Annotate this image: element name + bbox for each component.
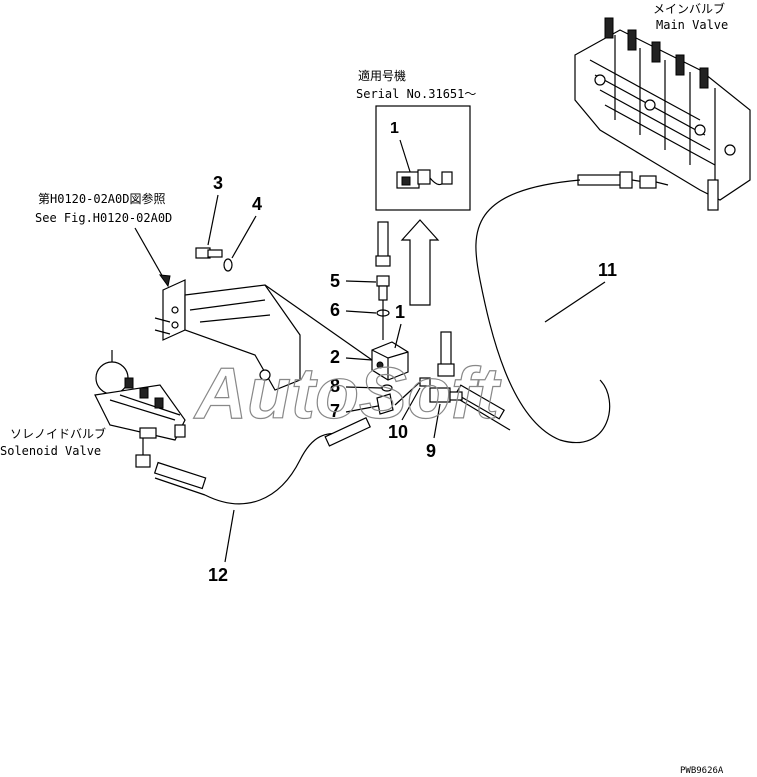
bolt-3 — [195, 247, 223, 259]
leader-11 — [544, 281, 606, 323]
solenoid-fitting — [135, 454, 151, 468]
callout-6: 6 — [330, 300, 340, 320]
leader-7 — [345, 405, 379, 413]
callout-11: 11 — [598, 260, 617, 280]
leader-3 — [207, 194, 219, 246]
pipe-upper — [375, 221, 391, 267]
main-valve-label-en: Main Valve — [656, 18, 728, 32]
connector-10-line — [394, 381, 421, 406]
watermark: AutoSoft — [193, 354, 502, 434]
leader-12 — [224, 509, 235, 563]
bracket-leader-line — [264, 284, 373, 361]
solenoid-valve — [94, 350, 186, 441]
elbow-7 — [376, 393, 394, 415]
hose-12-fitting-right — [324, 417, 371, 447]
tee-9 — [429, 387, 463, 403]
leader-1 — [394, 323, 402, 349]
solenoid-label-jp: ソレノイドバルブ — [10, 426, 106, 441]
main-valve-fitting — [577, 171, 669, 189]
leader-5 — [345, 280, 377, 283]
main-valve — [574, 17, 751, 211]
serial-inset-box — [375, 105, 471, 211]
callout-8: 8 — [330, 376, 340, 396]
callout-5: 5 — [330, 271, 340, 291]
hose-11-fitting — [455, 384, 505, 420]
connector-10 — [419, 377, 431, 387]
hose-12-fitting-left — [153, 461, 207, 490]
leader-6 — [345, 310, 377, 314]
callout-3: 3 — [213, 173, 223, 193]
elbow-5 — [376, 275, 390, 301]
pipe-right — [437, 331, 455, 377]
hose-11 — [475, 179, 611, 443]
serial-label-en: Serial No.31651～ — [356, 87, 476, 101]
leader-see-fig-arrow — [158, 274, 171, 288]
bracket — [154, 279, 301, 391]
main-valve-label-jp: メインバルブ — [653, 1, 725, 16]
figure-code: PWB9626A — [680, 766, 724, 776]
leader-10 — [401, 387, 421, 421]
callout-inset-1: 1 — [390, 120, 399, 137]
callout-12: 12 — [208, 565, 228, 585]
see-fig-label-jp: 第H0120-02A0D図参照 — [38, 191, 165, 206]
direction-arrow — [400, 219, 440, 306]
inset-solenoid-part — [396, 169, 453, 189]
hose-11-end — [459, 399, 511, 431]
washer-4 — [223, 258, 233, 272]
see-fig-label-en: See Fig.H0120-02A0D — [35, 211, 172, 225]
leader-2 — [345, 357, 373, 361]
callout-10: 10 — [388, 422, 408, 442]
block-2 — [371, 341, 409, 381]
leader-9 — [433, 403, 441, 439]
callout-7: 7 — [330, 401, 340, 421]
solenoid-label-en: Solenoid Valve — [0, 444, 101, 458]
callout-1: 1 — [395, 302, 405, 322]
callout-9: 9 — [426, 441, 436, 461]
callout-4: 4 — [252, 194, 262, 214]
hose-12-end-left — [154, 477, 206, 496]
leader-8 — [345, 386, 383, 389]
callout-2: 2 — [330, 347, 340, 367]
leader-4 — [231, 215, 257, 259]
serial-label-jp: 適用号機 — [358, 68, 406, 83]
